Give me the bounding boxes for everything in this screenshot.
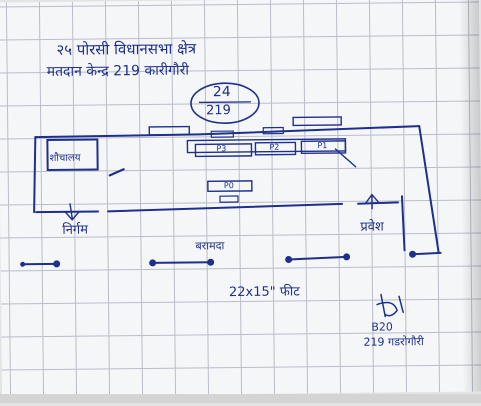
pencil-mark	[110, 169, 124, 175]
bottom-wall-right	[289, 257, 347, 260]
exit-label: निर्गम	[62, 220, 88, 238]
left-wall	[33, 137, 36, 212]
booth-p3-label: P3	[216, 144, 226, 153]
door-pivot	[207, 259, 214, 266]
ballot-box	[220, 196, 238, 202]
booth-p1-label: P1	[317, 141, 327, 150]
entrance-left-post	[358, 202, 398, 203]
toilet-label: शौचालय	[49, 150, 80, 164]
door-pivot	[285, 256, 292, 263]
door-post	[402, 196, 405, 250]
signature-code: B20	[371, 320, 393, 333]
bottom-edge	[0, 394, 481, 403]
signature-scribble	[377, 294, 403, 316]
right-wall	[419, 126, 438, 252]
bottom-wall-mid	[153, 262, 211, 263]
door-pivot	[409, 251, 416, 258]
signature-place: 219 गडरोगौरी	[363, 334, 423, 350]
inner-wall-line	[36, 211, 98, 212]
entrance-label: प्रवेश	[360, 216, 384, 234]
door-pivot	[149, 259, 156, 266]
door-pivot	[20, 262, 25, 267]
room-size-label: 22x15" फीट	[229, 281, 300, 300]
booth-p0-label: P0	[224, 181, 234, 190]
booth-p2-label: P2	[269, 143, 279, 152]
entrance-arrow	[366, 195, 378, 209]
door-pivot	[343, 253, 350, 260]
top-door-2	[293, 117, 341, 126]
bottom-wall-end	[413, 253, 441, 254]
top-door-1	[149, 127, 189, 135]
door-pivot	[53, 260, 60, 267]
verandah-label: बरामदा	[195, 238, 224, 253]
inner-wall-line-2	[108, 204, 342, 211]
